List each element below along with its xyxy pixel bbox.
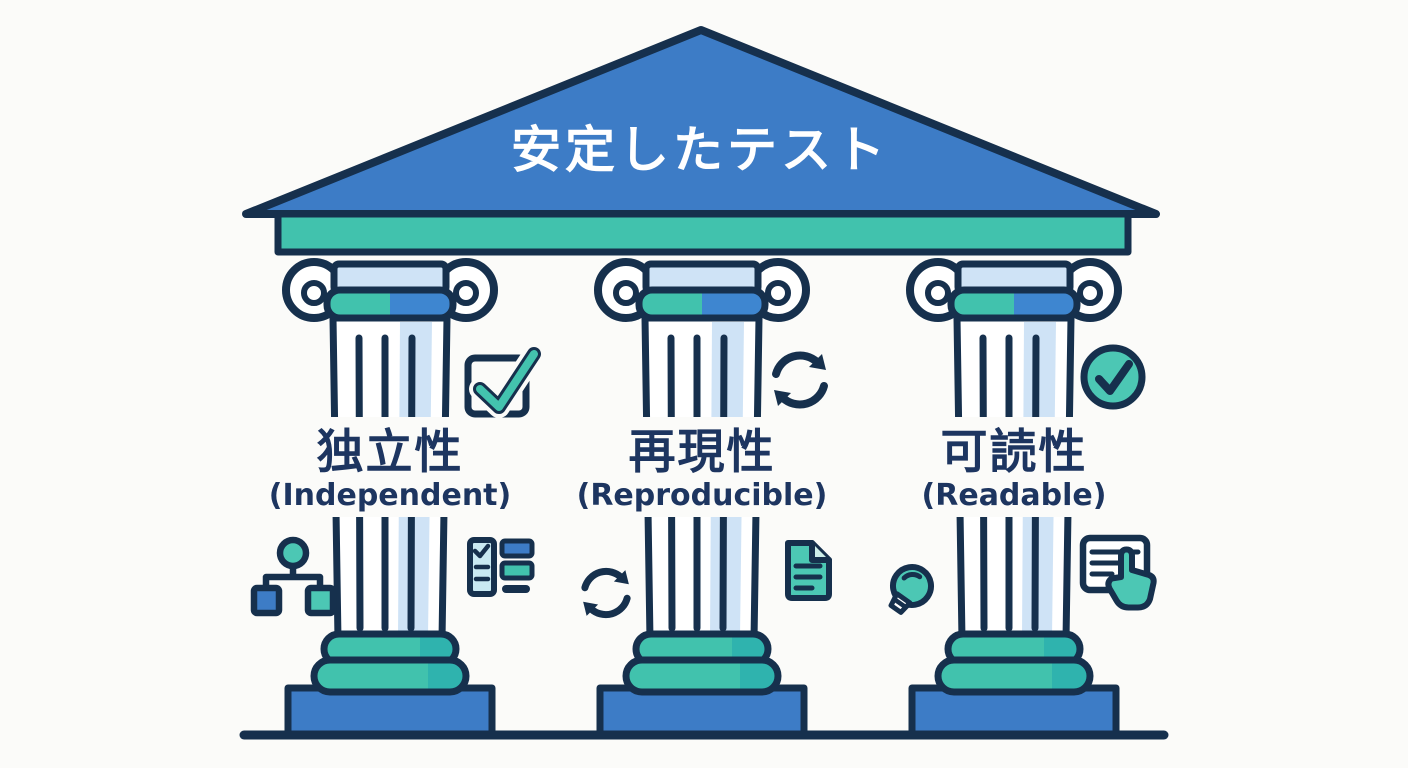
hierarchy-icon	[250, 536, 337, 617]
lightbulb-icon	[888, 564, 934, 615]
sync-arrows-icon	[774, 354, 826, 406]
architrave-beam	[274, 210, 1132, 256]
document-icon	[785, 540, 832, 601]
pillar-1-label-en: (Independent)	[269, 478, 511, 513]
document-pointer-icon	[1079, 534, 1157, 611]
pillar-3-label-jp: 可読性	[941, 425, 1088, 480]
checkbox-check-icon	[464, 343, 545, 418]
diagram-title: 安定したテスト	[511, 121, 889, 179]
sync-arrows-small-icon	[583, 570, 629, 616]
checklist-icon	[467, 537, 535, 597]
pillar-1-label-jp: 独立性	[317, 425, 464, 480]
check-circle-icon	[1080, 344, 1146, 410]
pillar-2-label-en: (Reproducible)	[577, 478, 828, 513]
pillar-2-label-jp: 再現性	[629, 425, 776, 480]
pillar-3-label-en: (Readable)	[922, 478, 1107, 513]
